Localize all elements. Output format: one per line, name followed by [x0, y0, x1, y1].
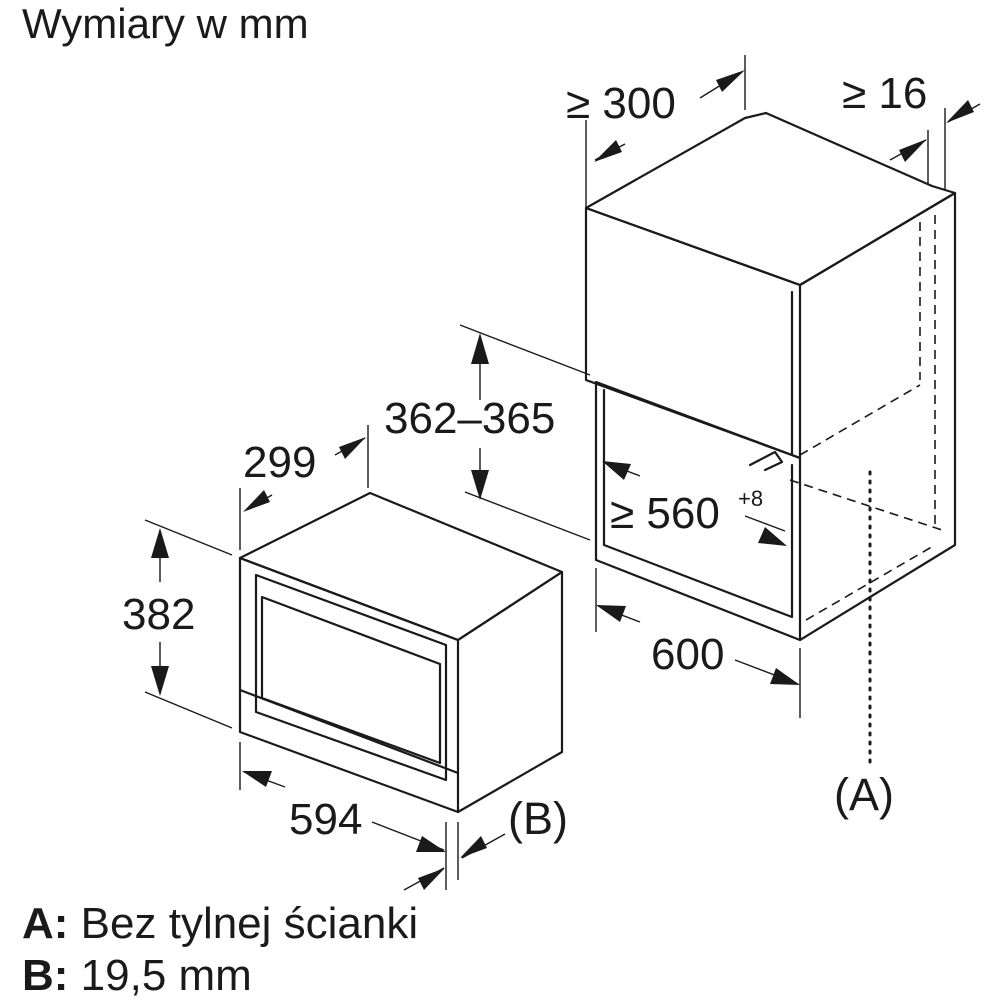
label-niche-height: 362–365 — [384, 394, 555, 443]
note-b-text: 19,5 mm — [80, 951, 252, 1000]
label-appliance-depth: 299 — [243, 438, 316, 487]
arrow-width-594-left — [242, 771, 272, 787]
label-marker-a: (A) — [834, 769, 894, 820]
label-cabinet-width: 600 — [651, 630, 724, 679]
arrow-height-bottom — [471, 470, 489, 500]
dimension-lines — [144, 55, 981, 891]
label-appliance-height: 382 — [122, 590, 195, 639]
diagram-title: Wymiary w mm — [22, 0, 309, 47]
appliance-window — [260, 595, 442, 765]
arrow-niche-width-left — [602, 461, 631, 480]
arrow-niche-width-right — [758, 527, 787, 546]
legend-notes: A: Bez tylnej ścianki B: 19,5 mm — [22, 898, 418, 1002]
dimension-labels: ≥ 300 ≥ 16 362–365 ≥ 560 +8 600 299 382 … — [122, 69, 927, 844]
hidden-edge-back-top — [799, 384, 921, 456]
note-b-key: B: — [22, 951, 69, 1000]
appliance-control-strip — [238, 688, 460, 775]
arrow-height-382-bottom — [151, 666, 169, 696]
label-niche-width-tolerance: +8 — [738, 486, 763, 511]
note-b: B: 19,5 mm — [22, 950, 418, 1002]
label-marker-b: (B) — [508, 793, 568, 844]
arrow-depth-299-right — [339, 437, 366, 459]
appliance-front — [238, 556, 460, 814]
appliance-side — [456, 570, 564, 814]
arrow-width-600-left — [596, 605, 626, 622]
arrow-width-600-right — [770, 668, 800, 685]
arrow-depth-299-left — [243, 490, 270, 512]
hidden-edge-floor-1 — [789, 479, 943, 531]
niche-opening — [594, 380, 802, 642]
cabinet-side-right — [798, 191, 957, 642]
note-a-text: Bez tylnej ścianki — [80, 899, 419, 948]
label-niche-gap: ≥ 16 — [842, 69, 927, 118]
arrow-depth-300-left — [594, 140, 622, 162]
arrow-height-top — [471, 333, 489, 364]
appliance — [238, 491, 564, 814]
note-a-key: A: — [22, 899, 69, 948]
label-niche-width: ≥ 560 — [610, 489, 720, 538]
arrow-b-left — [418, 868, 445, 890]
arrow-width-594-right — [416, 836, 446, 852]
arrow-gap-16-right — [946, 100, 974, 123]
arrow-depth-300-right — [716, 70, 745, 92]
cabinet-upper-top — [584, 111, 957, 287]
label-niche-depth: ≥ 300 — [566, 79, 676, 128]
arrow-height-382-top — [151, 528, 169, 558]
appliance-door-frame — [254, 573, 448, 782]
hidden-edge-floor-2 — [805, 544, 936, 621]
arrow-b-right — [460, 836, 487, 858]
label-appliance-width: 594 — [289, 795, 362, 844]
niche-top-rail — [748, 450, 784, 472]
cabinet — [584, 111, 957, 767]
arrow-gap-16-left — [899, 139, 927, 162]
niche-inner-edge — [602, 388, 794, 619]
appliance-top — [238, 491, 564, 642]
note-a: A: Bez tylnej ścianki — [22, 898, 418, 950]
